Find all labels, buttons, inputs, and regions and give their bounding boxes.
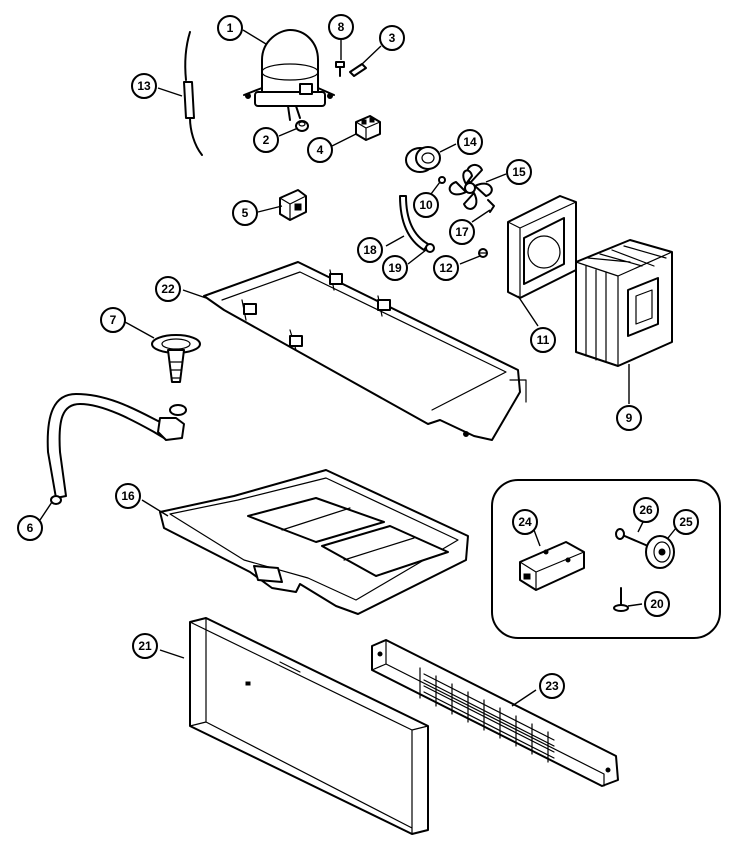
- condenser: [575, 239, 673, 367]
- base-rail: [203, 261, 527, 441]
- callout-20-label: 20: [650, 597, 664, 611]
- drain-tube: [46, 393, 185, 505]
- callout-20: 20: [644, 591, 670, 617]
- callout-19-label: 19: [388, 261, 402, 275]
- callout-4-label: 4: [317, 143, 324, 157]
- access-panel: [189, 617, 429, 835]
- callout-21-label: 21: [138, 639, 152, 653]
- fan-motor: [405, 146, 441, 173]
- callout-3: 3: [379, 25, 405, 51]
- callout-15-label: 15: [512, 165, 526, 179]
- callout-8: 8: [328, 14, 354, 40]
- bolt: [335, 61, 345, 77]
- screw: [478, 248, 488, 258]
- callout-7-label: 7: [110, 313, 117, 327]
- drain-funnel: [151, 334, 201, 416]
- callout-2-label: 2: [263, 133, 270, 147]
- callout-12-label: 12: [439, 261, 453, 275]
- callout-19: 19: [382, 255, 408, 281]
- toe-grille: [371, 639, 619, 787]
- callout-25-label: 25: [679, 515, 693, 529]
- callout-1: 1: [217, 15, 243, 41]
- callout-11: 11: [530, 327, 556, 353]
- callout-4: 4: [307, 137, 333, 163]
- callout-22-label: 22: [161, 282, 175, 296]
- bracket: [279, 189, 307, 221]
- drain-pan: [159, 469, 469, 615]
- callout-26: 26: [633, 497, 659, 523]
- callout-24-label: 24: [518, 515, 532, 529]
- control-knob: [645, 535, 675, 569]
- defrost-timer: [519, 541, 585, 591]
- knob-shaft: [615, 528, 649, 547]
- callout-6: 6: [17, 515, 43, 541]
- callout-9-label: 9: [626, 411, 633, 425]
- callout-18: 18: [357, 237, 383, 263]
- compressor: [243, 29, 335, 121]
- callout-17: 17: [449, 219, 475, 245]
- callout-23-label: 23: [545, 679, 559, 693]
- callout-12: 12: [433, 255, 459, 281]
- callout-5-label: 5: [242, 206, 249, 220]
- grommet: [295, 120, 309, 132]
- callout-13: 13: [131, 73, 157, 99]
- callout-9: 9: [616, 405, 642, 431]
- callout-7: 7: [100, 307, 126, 333]
- callout-3-label: 3: [389, 31, 396, 45]
- callout-23: 23: [539, 673, 565, 699]
- callout-22: 22: [155, 276, 181, 302]
- callout-14-label: 14: [463, 135, 477, 149]
- callout-2: 2: [253, 127, 279, 153]
- callout-18-label: 18: [363, 243, 377, 257]
- callout-10: 10: [413, 192, 439, 218]
- callout-24: 24: [512, 509, 538, 535]
- clip: [349, 63, 367, 77]
- callout-14: 14: [457, 129, 483, 155]
- callout-21: 21: [132, 633, 158, 659]
- callout-10-label: 10: [419, 198, 433, 212]
- callout-6-label: 6: [27, 521, 34, 535]
- callout-8-label: 8: [338, 20, 345, 34]
- callout-26-label: 26: [639, 503, 653, 517]
- drier: [183, 31, 203, 156]
- leader-lines: [39, 29, 677, 707]
- nut: [438, 176, 446, 184]
- callout-11-label: 11: [537, 333, 550, 347]
- callout-13-label: 13: [137, 79, 151, 93]
- callout-17-label: 17: [455, 225, 469, 239]
- callout-25: 25: [673, 509, 699, 535]
- callout-1-label: 1: [227, 21, 234, 35]
- thumbscrew: [613, 587, 629, 612]
- callout-15: 15: [506, 159, 532, 185]
- callout-5: 5: [232, 200, 258, 226]
- fan-blade: [448, 163, 493, 210]
- bracket-grommet: [425, 243, 435, 253]
- callout-16: 16: [115, 483, 141, 509]
- callout-16-label: 16: [121, 489, 135, 503]
- fan-clip: [487, 199, 495, 213]
- fan-shroud: [507, 195, 577, 299]
- relay: [355, 115, 381, 141]
